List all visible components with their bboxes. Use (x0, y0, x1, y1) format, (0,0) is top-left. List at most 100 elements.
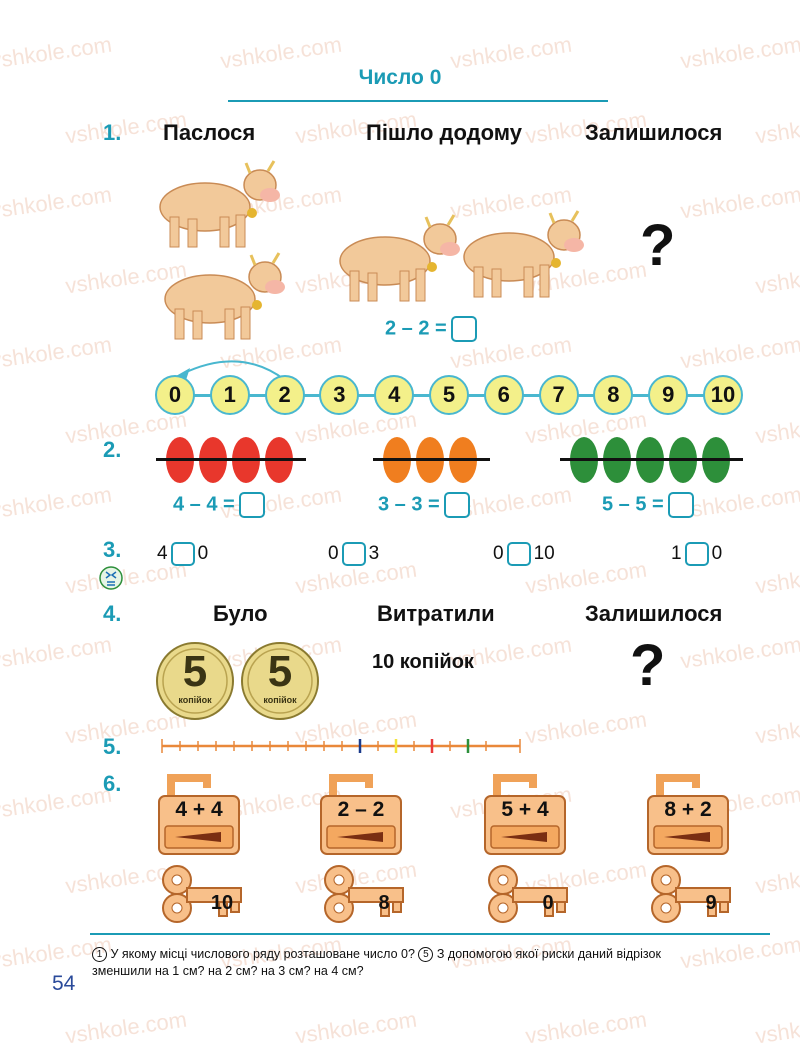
task-4-question-mark: ? (630, 633, 666, 698)
number-bead: 1 (209, 375, 250, 415)
key-number: 10 (210, 892, 234, 914)
key-number: 9 (705, 892, 717, 914)
segment-ruler (161, 739, 521, 753)
task-1-header-remained: Залишилося (585, 120, 723, 145)
watermark-text: vshkole.com (0, 331, 114, 374)
number-bead: 6 (483, 375, 524, 415)
compare-box[interactable] (684, 542, 709, 566)
padlock: 2 – 2 (319, 772, 403, 855)
footnote-marker-5: 5 (418, 947, 434, 963)
key-number: 8 (378, 892, 390, 914)
watermark-text: vshkole.com (753, 406, 800, 449)
answer-box[interactable] (450, 316, 477, 342)
task-4-header-spent: Витратили (377, 601, 495, 626)
watermark-text: vshkole.com (678, 181, 800, 224)
page-title: Число 0 (358, 66, 442, 89)
coin-text: копійок (263, 695, 297, 705)
task-5-number: 5. (103, 734, 122, 759)
footnote-question-5a: З допомогою якої риски даний відрізок (436, 947, 661, 961)
task-2-number: 2. (103, 437, 122, 462)
watermark-text: vshkole.com (753, 556, 800, 599)
task-2-equation-3: 5 – 5 = (602, 492, 694, 518)
compare-signs-icon (99, 566, 123, 590)
compare-left: 0 (493, 543, 504, 565)
watermark-text: vshkole.com (0, 631, 114, 674)
footnote: 1 У якому місці числового ряду розташова… (92, 946, 772, 980)
padlock: 8 + 2 (646, 772, 730, 855)
answer-box[interactable] (238, 492, 265, 518)
number-bead: 10 (703, 375, 743, 415)
lock-expression: 2 – 2 (337, 798, 385, 821)
task-2-equation-1: 4 – 4 = (173, 492, 265, 518)
key-icon[interactable]: 0 (485, 862, 575, 926)
answer-box[interactable] (443, 492, 470, 518)
compare-box[interactable] (341, 542, 366, 566)
task-1-question-mark: ? (640, 213, 676, 278)
key-icon[interactable]: 9 (648, 862, 738, 926)
task-2-equation-1-text: 4 – 4 = (173, 493, 235, 516)
compare-left: 4 (157, 543, 168, 565)
cow-group-grazed (159, 160, 287, 341)
padlock: 5 + 4 (483, 772, 567, 855)
number-bead: 9 (648, 375, 689, 415)
compare-left: 1 (671, 543, 682, 565)
strike-line (373, 458, 490, 461)
cow-group-went-home (338, 209, 586, 303)
compare-box[interactable] (170, 542, 195, 566)
compare-right: 0 (711, 543, 723, 565)
page-number: 54 (52, 972, 76, 995)
coin-text: копійок (178, 695, 212, 705)
watermark-text: vshkole.com (753, 706, 800, 749)
coin-5-kopecks: 5 копійок (240, 641, 320, 721)
strike-line (156, 458, 306, 461)
number-bead: 7 (538, 375, 579, 415)
compare-right: 10 (533, 543, 555, 565)
compare-item-3: 0 10 (493, 542, 555, 566)
watermark-text: vshkole.com (523, 1006, 649, 1049)
number-bead: 4 (374, 375, 415, 415)
watermark-text: vshkole.com (678, 481, 800, 524)
padlock: 4 + 4 (157, 772, 241, 855)
task-1-header-went-home: Пішло додому (366, 120, 522, 145)
lock-expression: 5 + 4 (501, 798, 549, 821)
watermark-text: vshkole.com (0, 481, 114, 524)
compare-right: 3 (368, 543, 380, 565)
watermark-text: vshkole.com (0, 781, 114, 824)
key-icon[interactable]: 10 (159, 862, 249, 926)
number-bead: 8 (593, 375, 634, 415)
key-number: 0 (542, 892, 554, 914)
number-bead: 0 (155, 375, 195, 415)
coin-value: 5 (267, 647, 293, 696)
compare-left: 0 (328, 543, 339, 565)
number-bead: 3 (319, 375, 360, 415)
footnote-question-5b: зменшили на 1 см? на 2 см? на 3 см? на 4… (92, 964, 364, 978)
task-4-header-was: Було (213, 601, 268, 626)
compare-box[interactable] (506, 542, 531, 566)
task-2-equation-2: 3 – 3 = (378, 492, 470, 518)
lock-expression: 8 + 2 (664, 798, 712, 821)
task-1-number: 1. (103, 120, 122, 145)
task-4-header-remained: Залишилося (585, 601, 723, 626)
task-6-number: 6. (103, 771, 122, 796)
task-4-number: 4. (103, 601, 122, 626)
number-bead: 2 (264, 375, 305, 415)
footnote-question-1: У якому місці числового ряду розташоване… (110, 947, 415, 961)
strike-line (560, 458, 743, 461)
watermark-text: vshkole.com (753, 106, 800, 149)
footnote-marker-1: 1 (92, 947, 107, 963)
footer-rule (90, 933, 770, 935)
watermark-text: vshkole.com (678, 631, 800, 674)
task-3-number: 3. (103, 537, 122, 562)
task-1-equation-text: 2 – 2 = (385, 317, 447, 340)
task-2-equation-3-text: 5 – 5 = (602, 493, 664, 516)
answer-box[interactable] (667, 492, 694, 518)
watermark-text: vshkole.com (293, 1006, 419, 1049)
watermark-text: vshkole.com (523, 706, 649, 749)
watermark-text: vshkole.com (753, 1006, 800, 1049)
key-icon[interactable]: 8 (321, 862, 411, 926)
watermark-text: vshkole.com (63, 1006, 189, 1049)
title-underline (228, 100, 608, 102)
